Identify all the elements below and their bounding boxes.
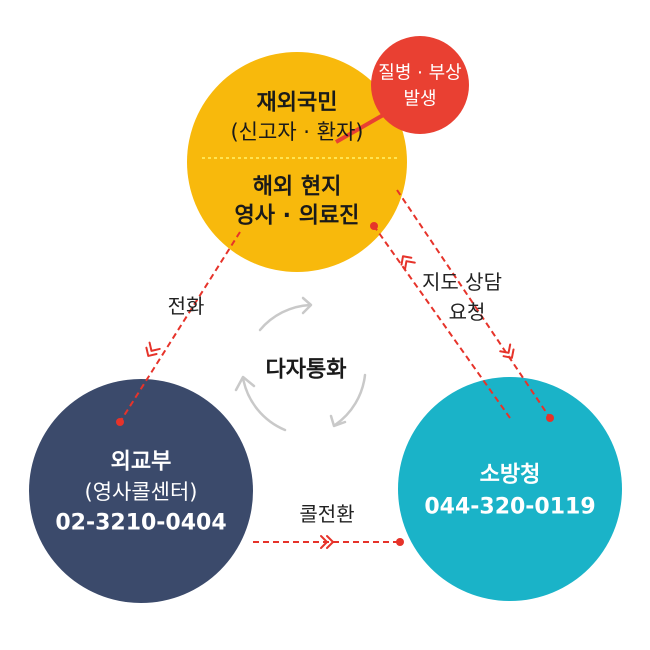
cycle-arrows-icon (234, 296, 367, 432)
phone-chevron (145, 341, 161, 357)
phone-arrow-end-dot (116, 418, 124, 426)
fire-agency-node-circle (398, 377, 622, 601)
phone-edge-label: 전화 (168, 294, 205, 318)
center-label: 다자통화 (266, 358, 347, 383)
badge-circle (371, 36, 469, 134)
transfer-edge-label: 콜전환 (299, 502, 354, 526)
return-arrow-end-dot (370, 222, 378, 230)
transfer-arrow-end-dot (396, 538, 404, 546)
fire-agency-phone: 044-320-0119 (424, 495, 595, 520)
transfer-chevron (320, 535, 334, 549)
guidance-edge-label-line1: 지도 상담 (422, 270, 502, 294)
mofa-title: 외교부 (111, 450, 172, 475)
guidance-arrow-end-dot (546, 414, 554, 422)
citizen-subtitle: (신고자 · 환자) (230, 120, 363, 144)
mofa-node-circle (29, 379, 253, 603)
phone-arrow-line (119, 231, 241, 423)
local-staff-subtitle: 영사 · 의료진 (235, 204, 360, 229)
return-arrow-line (373, 225, 511, 419)
mofa-subtitle: (영사콜센터) (85, 480, 198, 504)
local-staff-title: 해외 현지 (253, 175, 342, 200)
return-chevron (400, 255, 416, 271)
mofa-phone: 02-3210-0404 (55, 511, 226, 536)
badge-title: 질병 · 부상 (378, 63, 461, 84)
guidance-edge-label-line2: 요청 (449, 300, 486, 324)
fire-agency-title: 소방청 (480, 463, 541, 488)
citizen-title: 재외국민 (257, 91, 338, 116)
guidance-arrow-line (396, 189, 551, 419)
badge-subtitle: 발생 (403, 89, 436, 110)
guidance-chevron (499, 343, 515, 359)
citizen-node-circle (187, 52, 407, 272)
